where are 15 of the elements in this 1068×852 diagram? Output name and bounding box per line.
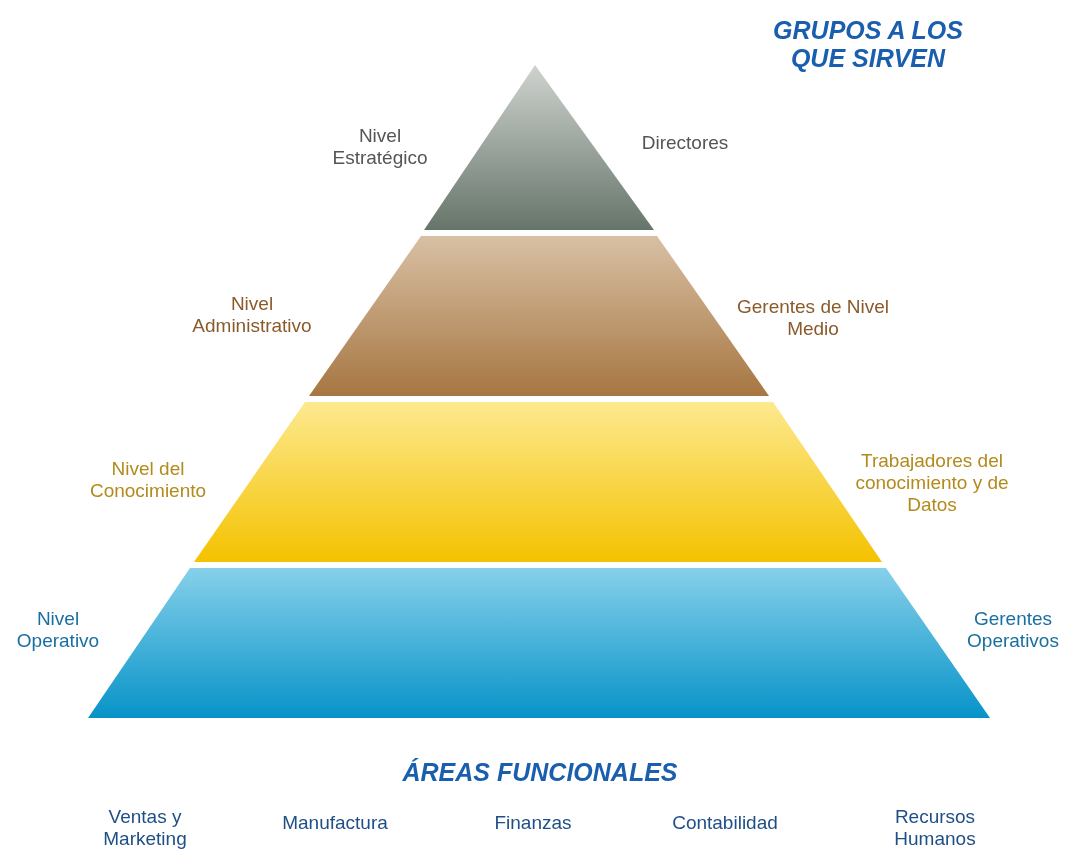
- area-label: Finanzas: [493, 812, 573, 834]
- area-label: Recursos Humanos: [893, 806, 977, 850]
- area-label: Contabilidad: [671, 812, 779, 834]
- group-label: Gerentes Operativos: [966, 608, 1060, 652]
- heading: ÁREAS FUNCIONALES: [401, 758, 679, 786]
- level-label: Nivel Administrativo: [191, 293, 313, 337]
- level-label: Nivel Estratégico: [331, 125, 429, 169]
- area-label: Manufactura: [281, 812, 389, 834]
- group-label: Directores: [640, 132, 730, 154]
- level-label: Nivel del Conocimiento: [88, 458, 208, 502]
- level-label: Nivel Operativo: [15, 608, 101, 652]
- heading: GRUPOS A LOS QUE SIRVEN: [772, 16, 964, 72]
- group-label: Gerentes de Nivel Medio: [735, 296, 891, 340]
- area-label: Ventas y Marketing: [102, 806, 188, 850]
- group-label: Trabajadores del conocimiento y de Datos: [854, 450, 1010, 516]
